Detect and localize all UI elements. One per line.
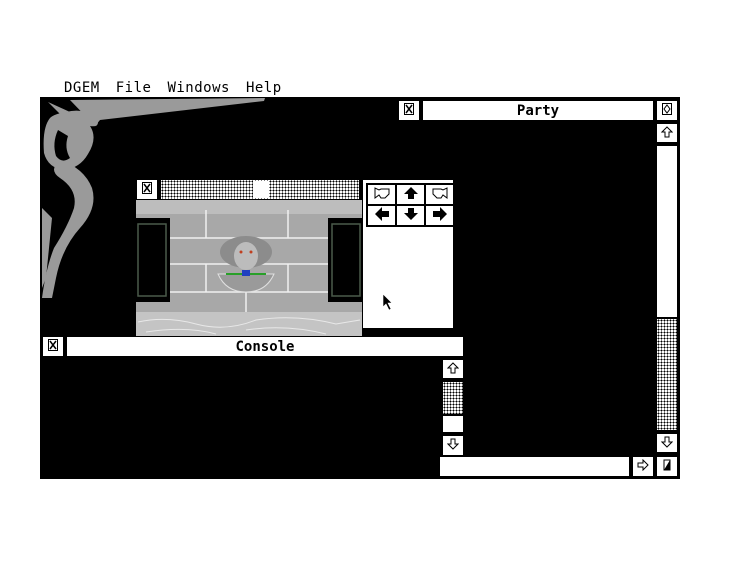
arrow-down-icon bbox=[660, 436, 674, 451]
arrow-up-icon bbox=[403, 185, 419, 204]
menu-dgem[interactable]: DGEM bbox=[64, 80, 100, 96]
party-scroll-track[interactable] bbox=[656, 145, 678, 318]
strafe-right-button[interactable] bbox=[425, 205, 454, 226]
menu-windows[interactable]: Windows bbox=[167, 80, 230, 96]
strafe-left-button[interactable] bbox=[367, 205, 396, 226]
turn-right-icon bbox=[431, 185, 449, 204]
move-forward-button[interactable] bbox=[396, 184, 425, 205]
party-close-button[interactable] bbox=[398, 100, 420, 121]
arrow-up-icon bbox=[660, 125, 674, 141]
party-title: Party bbox=[516, 102, 560, 119]
console-title-bar[interactable]: Console bbox=[66, 336, 464, 357]
party-fuller-button[interactable] bbox=[656, 100, 678, 121]
console-close-button[interactable] bbox=[42, 336, 64, 357]
arrow-down-icon bbox=[446, 438, 460, 453]
console-scroll-up-button[interactable] bbox=[442, 359, 464, 379]
arrow-right-icon bbox=[637, 458, 649, 474]
party-scroll-right-button[interactable] bbox=[632, 456, 654, 477]
movement-panel bbox=[362, 179, 455, 329]
arrow-up-icon bbox=[446, 361, 460, 377]
menu-bar: DGEM File Windows Help bbox=[40, 78, 290, 98]
fuller-icon bbox=[662, 103, 672, 118]
menu-help[interactable]: Help bbox=[245, 80, 282, 96]
party-hscroll-track[interactable] bbox=[422, 456, 630, 477]
dungeon-viewport[interactable] bbox=[136, 200, 362, 338]
resize-icon bbox=[662, 459, 672, 474]
arrow-left-icon bbox=[374, 206, 390, 225]
party-scroll-thumb[interactable] bbox=[656, 318, 678, 431]
close-icon bbox=[404, 103, 414, 118]
arrow-down-icon bbox=[403, 206, 419, 225]
turn-left-icon bbox=[373, 185, 391, 204]
console-title: Console bbox=[235, 338, 295, 355]
party-resize-button[interactable] bbox=[656, 456, 678, 477]
move-backward-button[interactable] bbox=[396, 205, 425, 226]
close-icon bbox=[142, 182, 152, 197]
console-content[interactable] bbox=[40, 358, 440, 478]
turn-left-button[interactable] bbox=[367, 184, 396, 205]
mouse-pointer-icon bbox=[382, 293, 394, 315]
console-scroll-thumb[interactable] bbox=[442, 381, 464, 415]
party-scroll-down-button[interactable] bbox=[656, 433, 678, 453]
console-scroll-track[interactable] bbox=[442, 415, 464, 433]
arrow-right-icon bbox=[432, 206, 448, 225]
turn-right-button[interactable] bbox=[425, 184, 454, 205]
console-scroll-down-button[interactable] bbox=[442, 435, 464, 456]
party-title-bar[interactable]: Party bbox=[422, 100, 654, 121]
movement-grid bbox=[366, 183, 455, 227]
close-icon bbox=[48, 339, 58, 354]
party-scroll-up-button[interactable] bbox=[656, 123, 678, 143]
menu-file[interactable]: File bbox=[115, 80, 152, 96]
viewport-close-button[interactable] bbox=[136, 179, 158, 200]
viewport-title-thumb bbox=[253, 181, 269, 198]
viewport-title-bar[interactable] bbox=[160, 179, 360, 200]
dragon-logo-icon bbox=[40, 98, 280, 298]
